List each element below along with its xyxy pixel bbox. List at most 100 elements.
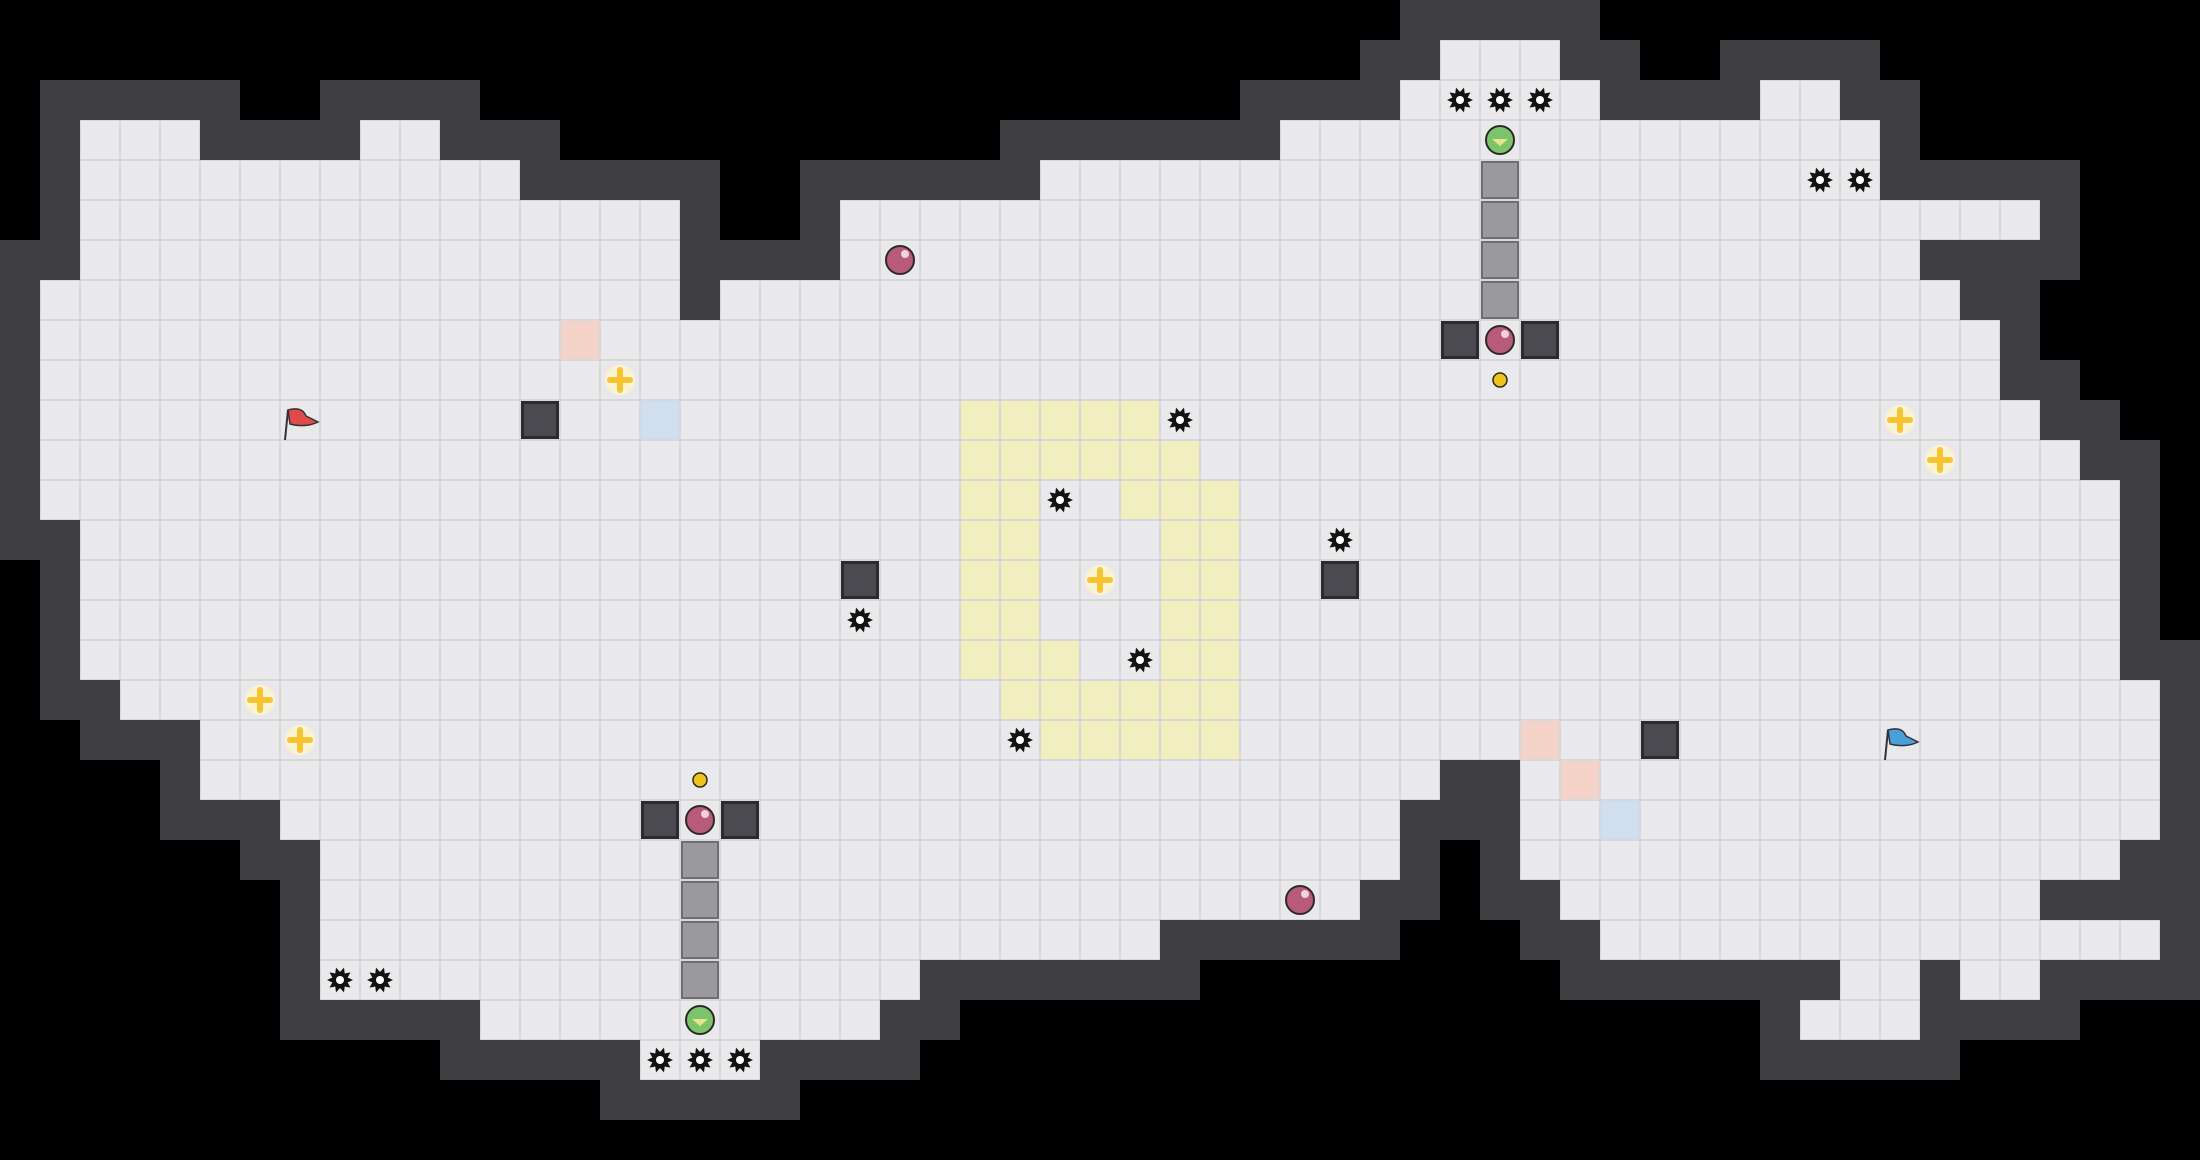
floor-tile: [1440, 560, 1480, 600]
floor-tile: [1920, 640, 1960, 680]
floor-tile: [880, 200, 920, 240]
floor-tile: [360, 640, 400, 680]
floor-tile: [720, 280, 760, 320]
wall-tile: [1920, 1000, 1960, 1040]
yellow-zone-tile: [1160, 440, 1200, 480]
floor-tile: [1720, 880, 1760, 920]
bomb-highlight: [901, 250, 909, 258]
floor-tile: [800, 520, 840, 560]
wall-tile: [280, 960, 320, 1000]
floor-tile: [1600, 680, 1640, 720]
floor-tile: [40, 360, 80, 400]
floor-tile: [400, 840, 440, 880]
floor-tile: [200, 720, 240, 760]
floor-tile: [1880, 480, 1920, 520]
floor-tile: [240, 360, 280, 400]
floor-tile: [1360, 480, 1400, 520]
floor-tile: [160, 640, 200, 680]
floor-tile: [640, 720, 680, 760]
floor-tile: [280, 680, 320, 720]
spike-center: [1816, 176, 1824, 184]
floor-tile: [1680, 240, 1720, 280]
floor-tile: [1160, 880, 1200, 920]
floor-tile: [1360, 720, 1400, 760]
floor-tile: [1280, 480, 1320, 520]
floor-tile: [1960, 680, 2000, 720]
floor-tile: [1000, 800, 1040, 840]
wall-tile: [1200, 920, 1240, 960]
floor-tile: [1360, 840, 1400, 880]
floor-tile: [2080, 920, 2120, 960]
floor-tile: [1800, 440, 1840, 480]
floor-tile: [120, 120, 160, 160]
floor-tile: [320, 680, 360, 720]
blue-flag-icon: [1887, 728, 1920, 747]
floor-tile: [1280, 560, 1320, 600]
floor-tile: [560, 440, 600, 480]
bomb-icon: [1485, 325, 1515, 355]
wall-tile: [40, 80, 80, 120]
floor-tile: [1080, 520, 1120, 560]
floor-tile: [400, 960, 440, 1000]
floor-tile: [440, 960, 480, 1000]
floor-tile: [680, 680, 720, 720]
floor-tile: [520, 800, 560, 840]
floor-tile: [1240, 680, 1280, 720]
yellow-zone-tile: [1000, 600, 1040, 640]
floor-tile: [1040, 360, 1080, 400]
floor-tile: [480, 680, 520, 720]
floor-tile: [1240, 760, 1280, 800]
floor-tile: [1360, 600, 1400, 640]
floor-tile: [960, 320, 1000, 360]
floor-tile: [640, 320, 680, 360]
wall-tile: [0, 440, 40, 480]
yellow-zone-tile: [1080, 720, 1120, 760]
wall-tile: [1600, 960, 1640, 1000]
floor-tile: [800, 960, 840, 1000]
spike-center: [696, 1056, 704, 1064]
floor-tile: [1280, 120, 1320, 160]
salmon-tile: [560, 320, 600, 360]
floor-tile: [400, 680, 440, 720]
floor-tile: [1160, 760, 1200, 800]
floor-tile: [360, 880, 400, 920]
floor-tile: [160, 320, 200, 360]
floor-tile: [760, 400, 800, 440]
floor-tile: [1680, 600, 1720, 640]
floor-tile: [1080, 640, 1120, 680]
floor-tile: [800, 400, 840, 440]
floor-tile: [2000, 400, 2040, 440]
floor-tile: [1240, 640, 1280, 680]
floor-tile: [800, 440, 840, 480]
floor-tile: [1160, 200, 1200, 240]
floor-tile: [400, 640, 440, 680]
floor-tile: [1520, 840, 1560, 880]
floor-tile: [1800, 760, 1840, 800]
floor-tile: [320, 240, 360, 280]
floor-tile: [2000, 640, 2040, 680]
floor-tile: [1000, 320, 1040, 360]
floor-tile: [560, 960, 600, 1000]
floor-tile: [1520, 120, 1560, 160]
floor-tile: [1200, 800, 1240, 840]
floor-tile: [320, 640, 360, 680]
floor-tile: [280, 360, 320, 400]
floor-tile: [1480, 560, 1520, 600]
floor-tile: [320, 200, 360, 240]
floor-tile: [1280, 640, 1320, 680]
floor-tile: [840, 200, 880, 240]
wall-tile: [2120, 600, 2160, 640]
wall-tile: [920, 160, 960, 200]
floor-tile: [1880, 560, 1920, 600]
floor-tile: [1960, 520, 2000, 560]
floor-tile: [2000, 520, 2040, 560]
wall-tile: [1360, 880, 1400, 920]
grate-tile: [681, 921, 719, 959]
floor-tile: [200, 280, 240, 320]
floor-tile: [1720, 160, 1760, 200]
floor-tile: [1240, 280, 1280, 320]
floor-tile: [1680, 280, 1720, 320]
floor-tile: [1040, 600, 1080, 640]
